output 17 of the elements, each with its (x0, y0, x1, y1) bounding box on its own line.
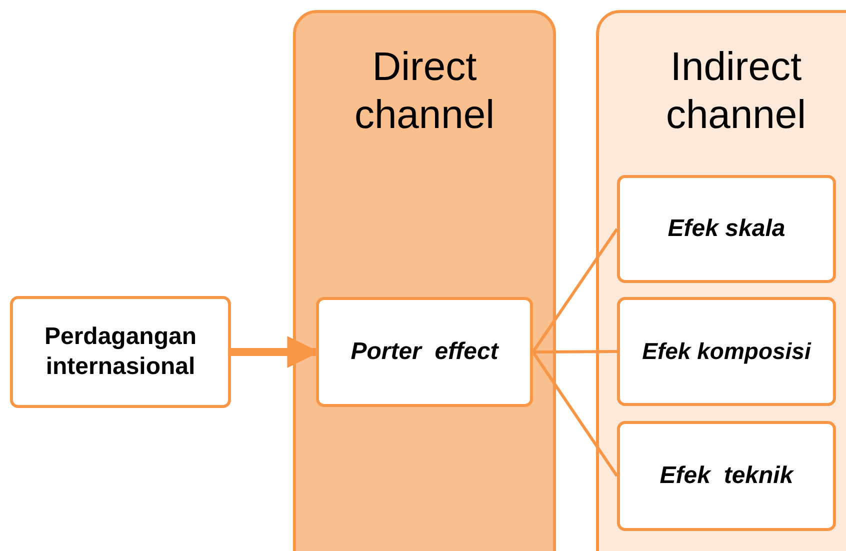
process-box (316, 297, 533, 407)
connector-line (532, 350, 618, 354)
box-label: Efek komposisi (642, 337, 811, 366)
process-box (617, 297, 836, 406)
process-box (617, 421, 836, 531)
connector-line (532, 351, 618, 477)
connector-line (532, 228, 618, 353)
box-label: Efek teknik (660, 461, 794, 491)
process-box (617, 175, 836, 283)
box-label: Perdagangan internasional (43, 322, 198, 382)
box-label: Porter effect (350, 337, 498, 367)
channel-panel (596, 10, 846, 551)
panel-title: Direct channel (353, 44, 496, 139)
box-label: Efek skala (668, 214, 786, 244)
channel-panel (293, 10, 556, 551)
process-box (10, 296, 231, 408)
panel-title: Indirect channel (664, 44, 808, 139)
